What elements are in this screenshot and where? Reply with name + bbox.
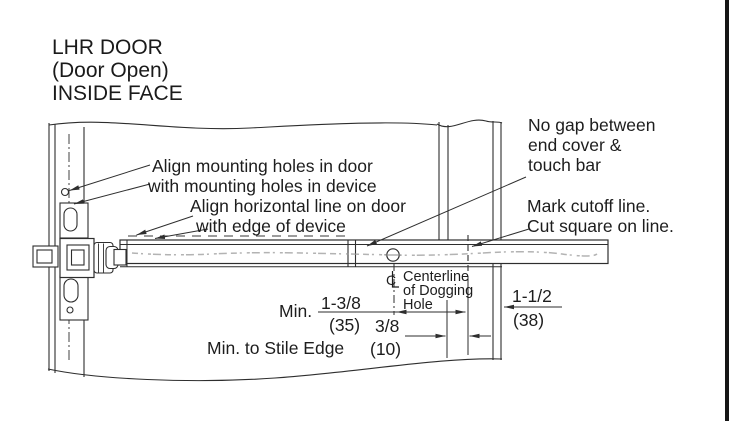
leader-mounting-hole-2: [73, 183, 151, 205]
latch-bolt-inner: [36, 249, 53, 264]
centerline-symbol-overlay: [391, 271, 399, 288]
dim1-value: 1-3/8: [321, 293, 361, 313]
dim3-metric: (38): [513, 310, 544, 330]
leader-lines: [69, 164, 530, 247]
align-holes-text-1: Align mounting holes in door: [152, 156, 373, 176]
title-line-1: LHR DOOR: [52, 36, 163, 59]
touch-bar: [119, 235, 609, 273]
centerline-callout: C Centerline of Dogging Hole: [386, 269, 473, 313]
dim2-metric: (10): [370, 339, 401, 359]
centerline-text-2: of Dogging: [403, 283, 473, 299]
drawing-title: LHR DOOR (Door Open) INSIDE FACE: [52, 36, 183, 105]
dimension-lines: [318, 263, 562, 358]
cutoff-text-2: Cut square on line.: [527, 216, 674, 236]
dim2-value: 3/8: [375, 316, 399, 336]
door-leaf: [47, 119, 503, 382]
pivot-curves: [98, 243, 104, 273]
mounting-hole-upper: [60, 187, 70, 197]
align-horizontal-text-1: Align horizontal line on door: [190, 196, 406, 216]
cutoff-text-1: Mark cutoff line.: [527, 196, 650, 216]
leader-horizontal-line-2: [154, 228, 209, 239]
leader-cutoff: [471, 228, 530, 247]
centerline-text-3: Hole: [403, 297, 433, 313]
stile-face-plate: [59, 187, 89, 321]
door-top-break-line: [48, 121, 438, 130]
dim1-metric: (35): [329, 315, 360, 335]
page-border: [725, 0, 729, 421]
mounting-hole-lower: [66, 306, 74, 314]
no-gap-text-1: No gap between: [528, 115, 655, 135]
leader-no-gap: [366, 176, 527, 247]
stile-top-break-line: [436, 119, 503, 128]
leader-horizontal-line-1: [136, 215, 194, 236]
align-holes-text-2: with mounting holes in device: [147, 176, 377, 196]
door-bottom-break-line: [47, 358, 503, 382]
no-gap-text-2: end cover &: [528, 135, 622, 155]
centerline-text-1: Centerline: [403, 269, 469, 285]
leader-mounting-hole-1: [69, 164, 151, 191]
dim3-value: 1-1/2: [512, 286, 552, 306]
title-line-3: INSIDE FACE: [52, 82, 183, 105]
title-line-2: (Door Open): [52, 59, 169, 82]
chassis-inner-2: [70, 249, 85, 266]
touch-bar-body: [119, 239, 609, 265]
align-horizontal-text-2: with edge of device: [195, 216, 346, 236]
mounting-slot-lower: [63, 278, 79, 303]
no-gap-text-3: touch bar: [528, 155, 601, 175]
stile-edge-label: Min. to Stile Edge: [207, 338, 344, 358]
device-chassis: [32, 237, 127, 279]
min-label: Min.: [279, 301, 312, 321]
centerline-symbol: C: [386, 272, 396, 288]
bar-connector: [113, 248, 127, 266]
mounting-slot-upper: [63, 207, 78, 232]
